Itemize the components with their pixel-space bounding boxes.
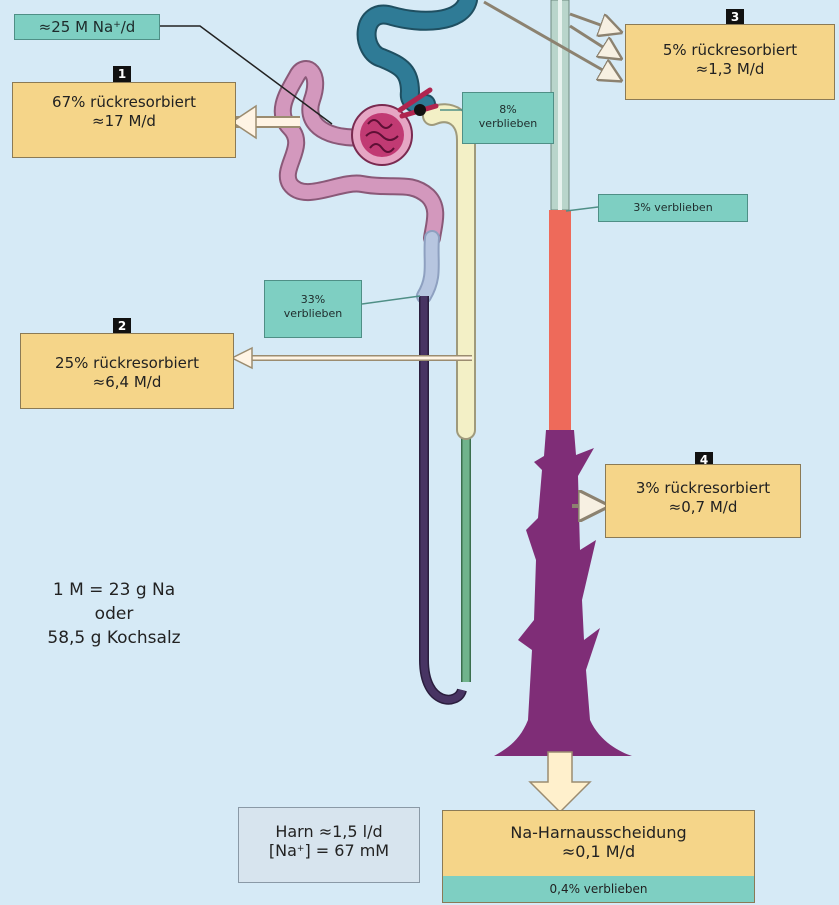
step-3-amount: ≈1,3 M/d — [626, 60, 834, 79]
sodium-filtered-label: ≈25 M Na+/d — [14, 14, 160, 40]
conversion-note: 1 M = 23 g Na oder 58,5 g Kochsalz — [14, 578, 214, 650]
final-remaining-band: 0,4% verblieben — [443, 876, 754, 902]
macula-densa — [414, 104, 426, 116]
remaining-after-proximal-percent: 33% — [265, 293, 361, 307]
urine-box: Harn ≈1,5 l/d [Na+] = 67 mM — [238, 807, 420, 883]
remaining-after-loop-text: verblieben — [463, 117, 553, 131]
step-3-percent: 5% rückresorbiert — [626, 41, 834, 60]
conversion-line-1: 1 M = 23 g Na — [14, 578, 214, 602]
step-2-percent: 25% rückresorbiert — [21, 354, 233, 373]
urine-concentration-prefix: [Na — [269, 841, 297, 860]
remaining-after-loop-tag: 8% verblieben — [462, 92, 554, 144]
urine-concentration-value: ] = 67 mM — [304, 841, 389, 860]
conversion-line-3: 58,5 g Kochsalz — [14, 626, 214, 650]
remaining-after-loop-percent: 8% — [463, 103, 553, 117]
sodium-charge: + — [113, 20, 121, 30]
step-2-amount: ≈6,4 M/d — [21, 373, 233, 392]
step-4-percent: 3% rückresorbiert — [606, 479, 800, 498]
remaining-after-proximal-text: verblieben — [265, 307, 361, 321]
step-1-box: 67% rückresorbiert ≈17 M/d — [12, 82, 236, 158]
remaining-after-distal-tag: 3% verblieben — [598, 194, 748, 222]
step-1-amount: ≈17 M/d — [13, 112, 235, 131]
excretion-title: Na-Harnausscheidung — [443, 823, 754, 842]
remaining-after-proximal-tag: 33% verblieben — [264, 280, 362, 338]
step-2-box: 25% rückresorbiert ≈6,4 M/d — [20, 333, 234, 409]
collecting-duct-outer-medulla — [549, 210, 571, 430]
excretion-amount: ≈0,1 M/d — [443, 842, 754, 861]
excretion-arrow — [530, 752, 590, 812]
sodium-filtered-text: ≈25 M Na — [39, 18, 114, 36]
excretion-box: Na-Harnausscheidung ≈0,1 M/d 0,4% verbli… — [442, 810, 755, 903]
step-1-percent: 67% rückresorbiert — [13, 93, 235, 112]
sodium-filtered-unit: /d — [121, 18, 136, 36]
step-3-box: 5% rückresorbiert ≈1,3 M/d — [625, 24, 835, 100]
conversion-line-2: oder — [14, 602, 214, 626]
urine-volume: Harn ≈1,5 l/d — [239, 822, 419, 841]
step-4-amount: ≈0,7 M/d — [606, 498, 800, 517]
urine-concentration: [Na+] = 67 mM — [239, 841, 419, 860]
step-4-box: 3% rückresorbiert ≈0,7 M/d — [605, 464, 801, 538]
step-1-badge: 1 — [113, 66, 131, 83]
